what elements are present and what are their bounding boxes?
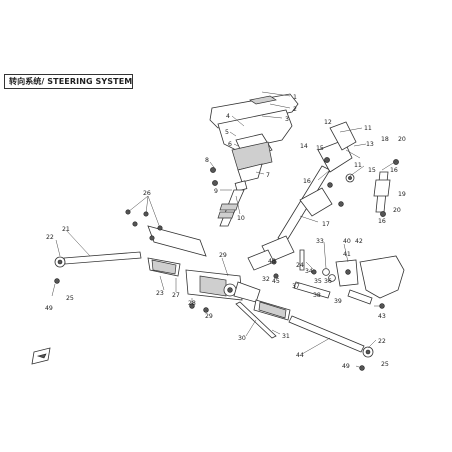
callout-11-lower: 11	[354, 162, 362, 169]
callout-16-right: 16	[390, 167, 398, 174]
callout-20-bottom: 20	[393, 207, 401, 214]
callout-19: 19	[398, 191, 406, 198]
callout-40: 40	[343, 238, 351, 245]
callout-4: 4	[226, 113, 230, 120]
callout-25-left: 25	[66, 295, 74, 302]
steering-column	[247, 121, 357, 271]
callout-48: 48	[268, 258, 276, 265]
title-box: 转向系统/ STEERING SYSTEM	[4, 74, 133, 89]
callout-44: 44	[296, 352, 304, 359]
callout-6: 6	[228, 141, 232, 148]
callout-28: 28	[188, 300, 196, 307]
callout-5: 5	[225, 129, 229, 136]
callout-32: 32	[262, 276, 270, 283]
mounting-bracket	[125, 209, 207, 257]
callout-labels: 1 2 3 4 5 6 7 8 9 10 11 11 12 13 14 15 1…	[45, 94, 406, 370]
callout-36: 36	[324, 278, 332, 285]
callout-26: 26	[143, 190, 151, 197]
right-tie-rod	[253, 299, 374, 371]
callout-49-right: 49	[342, 363, 350, 370]
callout-8: 8	[205, 157, 209, 164]
callout-9: 9	[214, 188, 218, 195]
callout-2: 2	[293, 106, 297, 113]
callout-31: 31	[282, 333, 290, 340]
steering-wheel	[209, 93, 299, 227]
callout-20-top: 20	[398, 136, 406, 143]
callout-23: 23	[156, 290, 164, 297]
callout-21: 21	[62, 226, 70, 233]
callout-15-left: 15	[316, 145, 324, 152]
steering-damper	[373, 159, 399, 217]
callout-18: 18	[381, 136, 389, 143]
callout-10: 10	[237, 215, 245, 222]
callout-22-right: 22	[378, 338, 386, 345]
callout-38: 38	[313, 292, 321, 299]
callout-15-right: 15	[368, 167, 376, 174]
callout-37: 37	[292, 283, 300, 290]
callout-22-left: 22	[46, 234, 54, 241]
callout-35: 35	[314, 278, 322, 285]
callout-25-right: 25	[381, 361, 389, 368]
callout-33: 33	[316, 238, 324, 245]
callout-49-left: 49	[45, 305, 53, 312]
callout-39: 39	[334, 298, 342, 305]
callout-16-bottom: 16	[378, 218, 386, 225]
linkage-bracket	[271, 249, 405, 309]
callout-24: 24	[296, 262, 304, 269]
callout-7: 7	[266, 172, 270, 179]
direction-arrow-icon	[31, 347, 51, 365]
callout-30: 30	[238, 335, 246, 342]
left-tie-rod	[51, 251, 181, 297]
diagram-title: 转向系统/ STEERING SYSTEM	[9, 77, 133, 86]
callout-16-left: 16	[303, 178, 311, 185]
callout-3: 3	[285, 116, 289, 123]
callout-1: 1	[293, 94, 297, 101]
callout-41: 41	[343, 251, 351, 258]
callout-13: 13	[366, 141, 374, 148]
leader-lines	[55, 91, 382, 369]
callout-14: 14	[300, 143, 308, 150]
callout-11-upper: 11	[364, 125, 372, 132]
callout-27: 27	[172, 292, 180, 299]
callout-43: 43	[378, 313, 386, 320]
callout-45: 45	[272, 278, 280, 285]
callout-42: 42	[355, 238, 363, 245]
callout-29-lower: 29	[205, 313, 213, 320]
callout-12: 12	[324, 119, 332, 126]
callout-29-upper: 29	[219, 252, 227, 259]
callout-17: 17	[322, 221, 330, 228]
callout-34: 34	[305, 268, 313, 275]
